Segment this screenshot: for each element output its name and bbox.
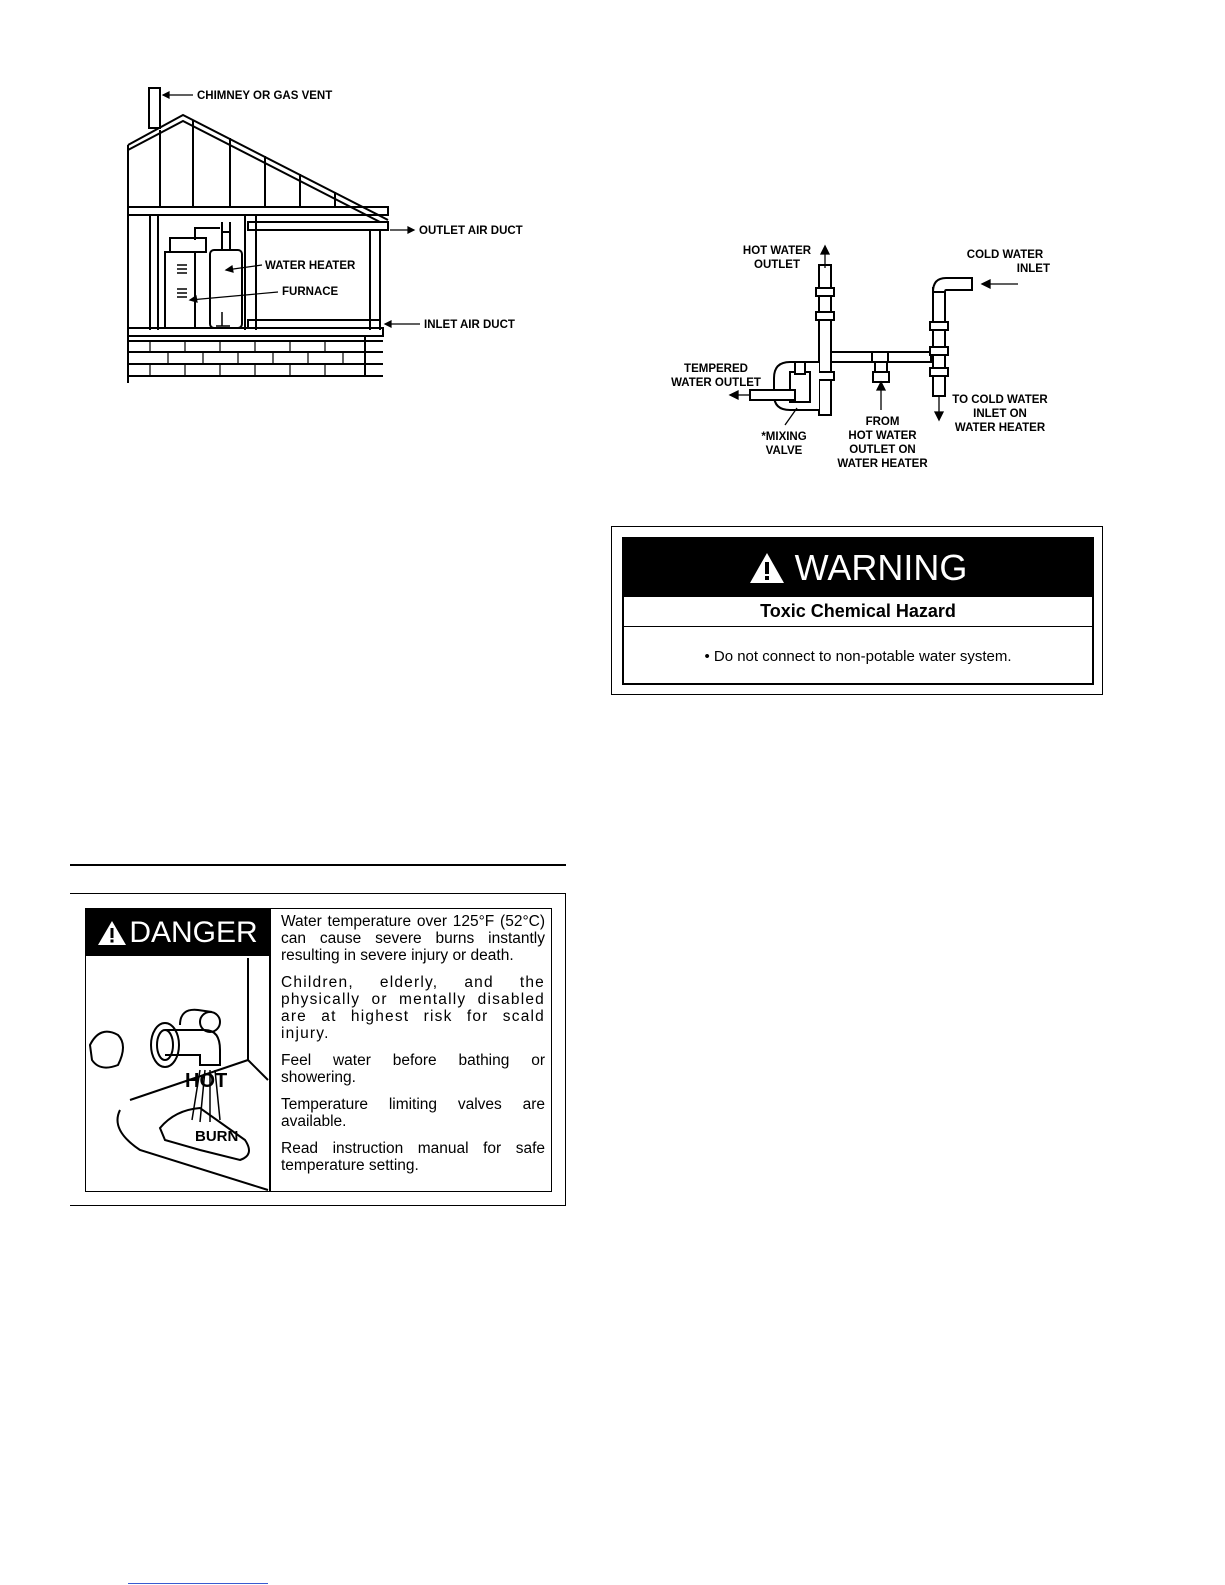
danger-paragraph: Children, elderly, and the physically or… [281,974,545,1042]
warning-title: WARNING [794,547,968,588]
alert-triangle-icon [749,553,784,583]
danger-paragraph: Water temperature over 125°F (52°C) can … [281,913,545,964]
label-water-heater: WATER HEATER [265,260,356,272]
label-outlet-air-duct: OUTLET AIR DUCT [419,225,523,237]
danger-title: DANGER [129,915,258,949]
danger-paragraph: Read instruction manual for safe tempera… [281,1140,545,1174]
warning-body: • Do not connect to non-potable water sy… [704,647,1012,665]
warning-frame [622,537,1094,685]
label-hot-water-outlet: HOT WATER OUTLET [742,245,812,271]
label-tempered-water-outlet: TEMPERED WATER OUTLET [671,363,761,389]
illustration-burn-label: BURN [195,1128,239,1145]
label-from-hot-water-outlet: FROM HOT WATER OUTLET ON WATER HEATER [837,416,928,470]
danger-header: DANGER [86,909,269,956]
warning-header: WARNING [624,539,1092,597]
label-furnace: FURNACE [282,286,339,298]
danger-text: Water temperature over 125°F (52°C) can … [281,913,545,1184]
warning-box [611,526,1103,695]
label-chimney: CHIMNEY OR GAS VENT [197,90,333,102]
section-rule [70,864,566,866]
label-inlet-air-duct: INLET AIR DUCT [424,319,515,331]
warning-subtitle: Toxic Chemical Hazard [624,597,1092,627]
footer-underline [128,1583,268,1584]
danger-box [70,893,566,1206]
danger-paragraph: Feel water before bathing or showering. [281,1052,545,1086]
label-to-cold-water-inlet: TO COLD WATER INLET ON WATER HEATER [952,394,1048,434]
illustration-hot-label: HOT [185,1070,228,1092]
alert-triangle-icon [98,920,127,945]
label-cold-water-inlet: COLD WATER INLET [966,249,1050,275]
danger-paragraph: Temperature limiting valves are availabl… [281,1096,545,1130]
danger-frame [85,908,552,1192]
label-mixing-valve: *MIXING VALVE [761,431,807,457]
danger-divider [269,908,271,1192]
